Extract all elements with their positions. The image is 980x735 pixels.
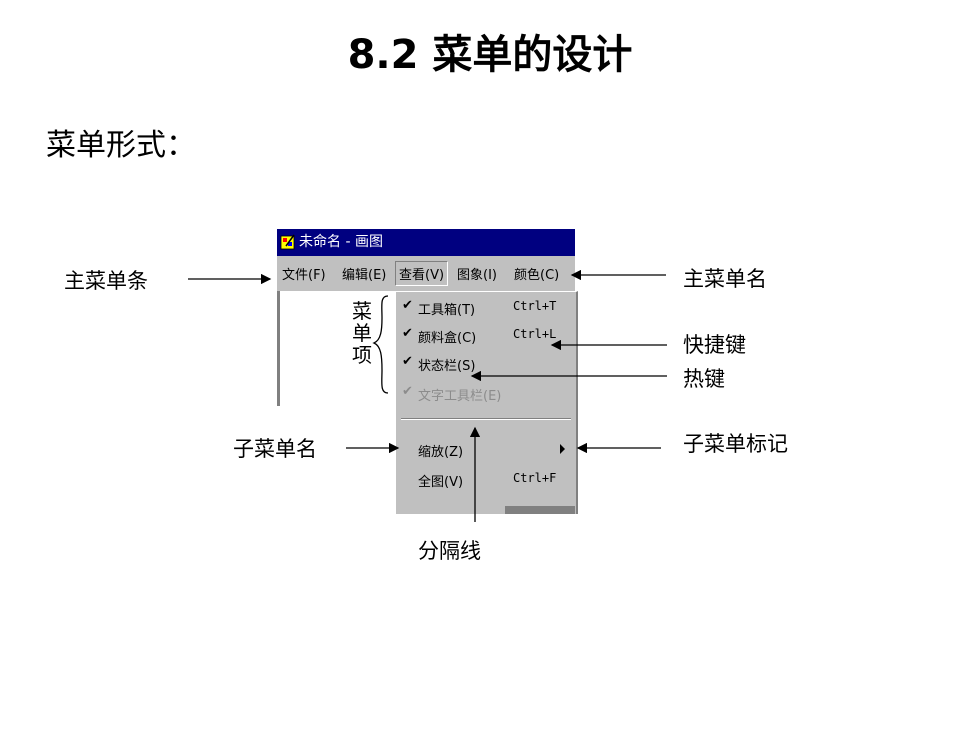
label-main-menu-name: 主菜单名	[683, 267, 767, 291]
menu-edit[interactable]: 编辑(E)	[342, 268, 387, 283]
menu-file[interactable]: 文件(F)	[282, 268, 326, 283]
label-hotkey: 热键	[683, 367, 725, 391]
shortcut-label: Ctrl+F	[513, 471, 557, 485]
menu-shadow	[505, 506, 575, 514]
brace-menu-items	[372, 295, 389, 394]
label-shortcut-key: 快捷键	[683, 333, 746, 357]
menu-image[interactable]: 图象(I)	[457, 268, 497, 283]
menu-item-text-toolbar: ✔ 文字工具栏(E)	[396, 382, 576, 407]
window-title: 未命名 - 画图	[299, 234, 383, 250]
menu-view[interactable]: 查看(V)	[395, 261, 449, 286]
page-title: 8.2 菜单的设计	[347, 32, 633, 78]
check-icon: ✔	[402, 384, 413, 399]
subtitle: 菜单形式：	[46, 128, 196, 163]
menu-item-colorbox[interactable]: ✔ 颜料盒(C) Ctrl+L	[396, 324, 576, 349]
submenu-arrow-icon	[560, 444, 565, 454]
shortcut-label: Ctrl+L	[513, 327, 557, 341]
menu-item-statusbar[interactable]: ✔ 状态栏(S)	[396, 352, 576, 377]
label-submenu-mark: 子菜单标记	[683, 432, 788, 456]
menu-item-toolbox[interactable]: ✔ 工具箱(T) Ctrl+T	[396, 296, 576, 321]
menu-item-label: 工具箱(T)	[418, 303, 476, 318]
menu-item-label: 文字工具栏(E)	[418, 389, 502, 404]
label-submenu-name: 子菜单名	[233, 437, 317, 461]
menu-item-fullscreen[interactable]: 全图(V) Ctrl+F	[396, 468, 576, 493]
main-menubar: 文件(F) 编辑(E) 查看(V) 图象(I) 颜色(C)	[277, 256, 575, 291]
shortcut-label: Ctrl+T	[513, 299, 557, 313]
canvas-edge	[277, 291, 280, 406]
check-icon: ✔	[402, 354, 413, 369]
menu-item-label: 全图(V)	[418, 475, 464, 490]
paint-window-screenshot: 未命名 - 画图 文件(F) 编辑(E) 查看(V) 图象(I) 颜色(C) ✔…	[277, 229, 578, 514]
menu-item-label: 颜料盒(C)	[418, 331, 477, 346]
paint-app-icon	[280, 234, 295, 250]
window-titlebar: 未命名 - 画图	[277, 229, 575, 256]
label-menu-items: 菜单项	[352, 299, 372, 367]
menu-item-zoom[interactable]: 缩放(Z)	[396, 438, 576, 463]
check-icon: ✔	[402, 298, 413, 313]
check-icon: ✔	[402, 326, 413, 341]
label-main-menubar: 主菜单条	[64, 269, 148, 293]
view-dropdown-menu: ✔ 工具箱(T) Ctrl+T ✔ 颜料盒(C) Ctrl+L ✔ 状态栏(S)…	[394, 291, 578, 514]
drawing-canvas[interactable]	[277, 291, 397, 406]
menu-separator	[401, 418, 571, 420]
label-separator: 分隔线	[418, 539, 481, 563]
menu-colors[interactable]: 颜色(C)	[514, 268, 560, 283]
menu-item-label: 缩放(Z)	[418, 445, 464, 460]
menu-item-label: 状态栏(S)	[418, 359, 476, 374]
